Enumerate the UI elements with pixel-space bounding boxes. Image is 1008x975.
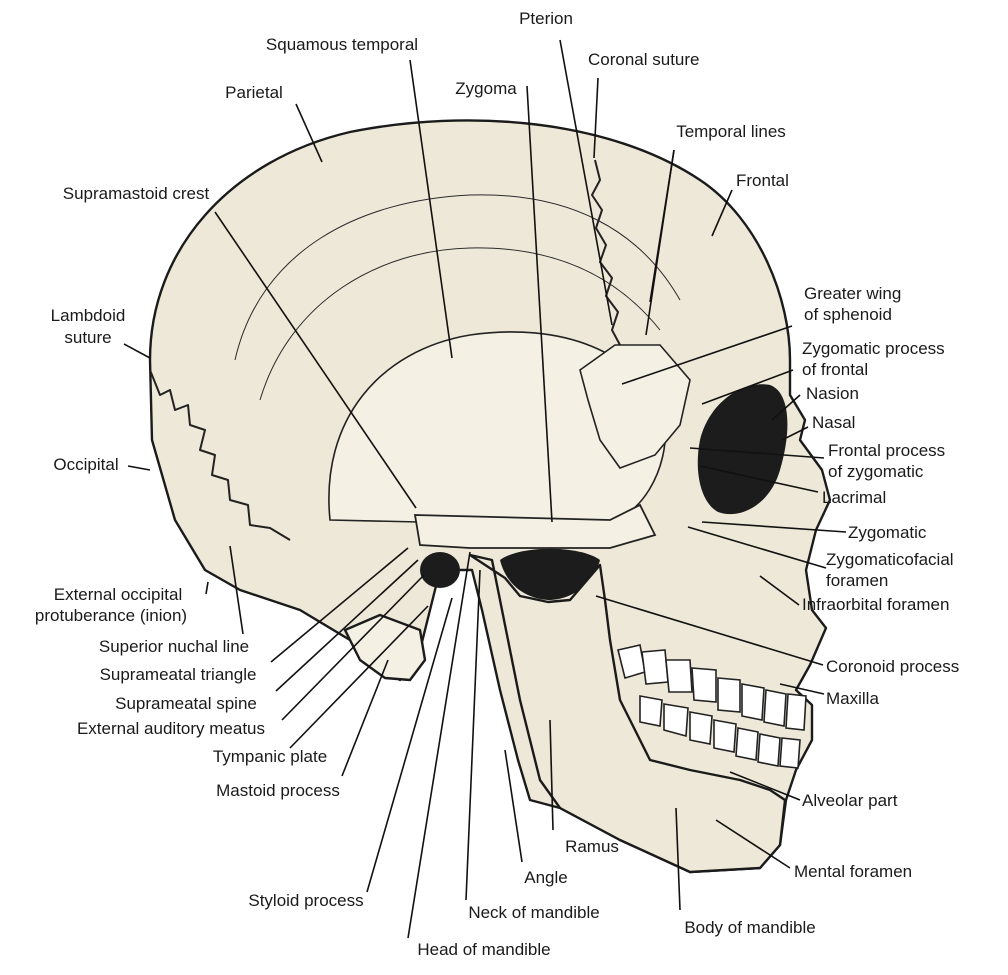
- label-ext-occipital-2: protuberance (inion): [35, 606, 187, 625]
- label-frontal-process-zyg-2: of zygomatic: [828, 462, 924, 481]
- zygomatic-arch: [413, 503, 657, 549]
- label-ramus: Ramus: [565, 837, 619, 856]
- label-occipital: Occipital: [53, 455, 118, 474]
- temporal-line: [234, 194, 681, 361]
- label-supramastoid-crest: Supramastoid crest: [63, 184, 210, 203]
- label-zygomaticofacial-2: foramen: [826, 571, 888, 590]
- label-alveolar-part: Alveolar part: [802, 791, 898, 810]
- label-coronoid-process: Coronoid process: [826, 657, 959, 676]
- lambdoid-suture: [149, 369, 291, 541]
- label-coronal-suture: Coronal suture: [588, 50, 700, 69]
- label-head-of-mandible: Head of mandible: [417, 940, 550, 959]
- label-maxilla: Maxilla: [826, 689, 879, 708]
- orbit: [697, 384, 788, 515]
- label-nasion: Nasion: [806, 384, 859, 403]
- teeth: [617, 644, 807, 769]
- label-zygomaticofacial-1: Zygomaticofacial: [826, 550, 954, 569]
- label-parietal: Parietal: [225, 83, 283, 102]
- label-nasal: Nasal: [812, 413, 855, 432]
- label-body-of-mandible: Body of mandible: [684, 918, 815, 937]
- label-infraorbital-foramen: Infraorbital foramen: [802, 595, 949, 614]
- label-greater-wing-1: Greater wing: [804, 284, 901, 303]
- label-ext-occipital-1: External occipital: [54, 585, 183, 604]
- auditory-meatus: [420, 552, 460, 588]
- label-pterion: Pterion: [519, 9, 573, 28]
- label-zygomatic: Zygomatic: [848, 523, 927, 542]
- skull-drawing: [148, 119, 832, 874]
- squamous-temporal-region: [328, 331, 667, 526]
- label-zyg-process-frontal-2: of frontal: [802, 360, 868, 379]
- mastoid: [343, 613, 427, 682]
- greater-wing-region: [579, 344, 691, 469]
- label-suprameatal-spine: Suprameatal spine: [115, 694, 257, 713]
- label-neck-of-mandible: Neck of mandible: [468, 903, 599, 922]
- label-zyg-process-frontal-1: Zygomatic process: [802, 339, 945, 358]
- label-angle: Angle: [524, 868, 567, 887]
- label-tympanic-plate: Tympanic plate: [213, 747, 327, 766]
- label-mastoid-process: Mastoid process: [216, 781, 340, 800]
- labels: Pterion Squamous temporal Coronal suture…: [35, 9, 959, 959]
- label-lambdoid-2: suture: [64, 328, 111, 347]
- label-mental-foramen: Mental foramen: [794, 862, 912, 881]
- coronal-suture-line: [591, 159, 621, 346]
- label-squamous-temporal: Squamous temporal: [266, 35, 418, 54]
- label-styloid-process: Styloid process: [248, 891, 363, 910]
- label-superior-nuchal-line: Superior nuchal line: [99, 637, 249, 656]
- label-suprameatal-triangle: Suprameatal triangle: [100, 665, 257, 684]
- label-external-auditory-meatus: External auditory meatus: [77, 719, 265, 738]
- label-frontal-process-zyg-1: Frontal process: [828, 441, 945, 460]
- leader-lines: [123, 39, 847, 939]
- mandibular-notch: [500, 548, 600, 600]
- label-zygoma: Zygoma: [455, 79, 517, 98]
- label-greater-wing-2: of sphenoid: [804, 305, 892, 324]
- temporal-line-2: [259, 247, 661, 401]
- label-frontal: Frontal: [736, 171, 789, 190]
- label-lacrimal: Lacrimal: [822, 488, 886, 507]
- label-temporal-lines: Temporal lines: [676, 122, 786, 141]
- label-lambdoid-1: Lambdoid: [51, 306, 126, 325]
- mandible: [468, 553, 787, 874]
